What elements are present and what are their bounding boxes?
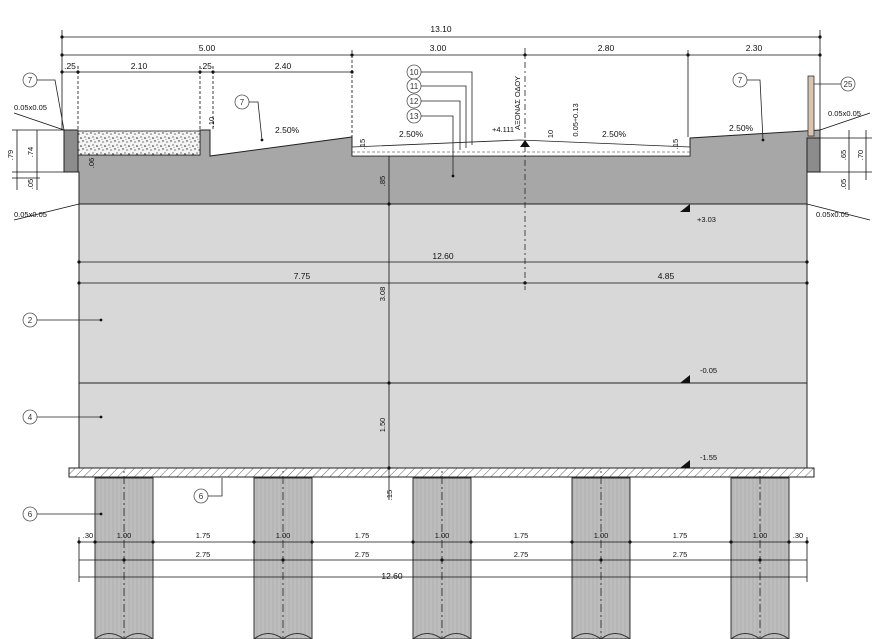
dim-pave-left: .15: [358, 139, 367, 149]
dim-left-sub-4: 2.40: [275, 61, 292, 71]
dim-right-h-1: .65: [839, 150, 848, 160]
dim-seg-2: 3.00: [430, 43, 447, 53]
pile-dim-4: 1.75: [355, 531, 370, 540]
callout-7-left: 7: [28, 76, 33, 85]
dim-right-h-3: .05: [839, 179, 848, 189]
dim-left-h-1: .79: [6, 150, 15, 160]
callout-4: 4: [28, 413, 33, 422]
callout-25: 25: [844, 80, 853, 89]
chamfer-right-bottom: 0.05x0.05: [816, 210, 849, 219]
pile-dim-3: 1.00: [276, 531, 291, 540]
slope-left-sidewalk: 2.50%: [275, 125, 300, 135]
callout-13: 13: [410, 112, 419, 121]
pier-wall: [78, 203, 808, 469]
dim-left-sub-1: .25: [64, 61, 76, 71]
pile-spacing-4: 2.75: [673, 550, 688, 559]
pile-dim-5: 1.00: [435, 531, 450, 540]
blinding-layer: [68, 467, 815, 478]
callout-10: 10: [410, 68, 419, 77]
level-bottom: -1.55: [700, 453, 717, 462]
dim-pier-height: 3.08: [378, 287, 387, 302]
chamfer-left-top: 0.05x0.05: [14, 103, 47, 112]
dim-width-bottom: 12.60: [381, 571, 403, 581]
dim-seg-3: 2.80: [598, 43, 615, 53]
dim-left-sub-2: 2.10: [131, 61, 148, 71]
callout-7-mid: 7: [240, 98, 245, 107]
dim-pave-range: 0.05÷0.13: [571, 103, 580, 136]
pile-dim-7: 1.00: [594, 531, 609, 540]
level-middle: -0.05: [700, 366, 717, 375]
pile-spacing-2: 2.75: [355, 550, 370, 559]
pile-dim-6: 1.75: [514, 531, 529, 540]
dim-curb-small: .06: [87, 158, 96, 168]
slope-right-sidewalk: 2.50%: [729, 123, 754, 133]
dim-split-right: 4.85: [658, 271, 675, 281]
pile-dim-8: 1.75: [673, 531, 688, 540]
callout-11: 11: [410, 82, 419, 91]
pile-dim-9: 1.00: [753, 531, 768, 540]
road-axis-label: ΑΞΟΝΑΣ ΟΔΟΥ: [513, 76, 522, 130]
right-kerb: [806, 137, 821, 173]
dim-pave-right: .15: [671, 139, 680, 149]
chamfer-left-bottom: 0.05x0.05: [14, 210, 47, 219]
axis-level: +4.111: [492, 125, 514, 134]
dim-right-h-2: .70: [856, 150, 865, 160]
railing-post: [807, 75, 815, 137]
level-top: +3.03: [697, 215, 716, 224]
pile-dim-0: .30: [83, 531, 93, 540]
slope-left-lane: 2.50%: [399, 129, 424, 139]
chamfer-right-top: 0.05x0.05: [828, 109, 861, 118]
pile-dim-1: 1.00: [117, 531, 132, 540]
callout-6-left: 6: [28, 510, 33, 519]
dim-deck-thickness: .85: [378, 176, 387, 186]
asphalt-layer: [351, 139, 691, 157]
dim-seg-4: 2.30: [746, 43, 763, 53]
dim-left-h-2: .74: [26, 147, 35, 157]
dim-total-top: 13.10: [430, 24, 452, 34]
callout-7-right: 7: [738, 76, 743, 85]
dim-seg-1: 5.00: [199, 43, 216, 53]
dim-curb-left: .10: [207, 117, 216, 127]
dim-split-left: 7.75: [294, 271, 311, 281]
pile-dim-2: 1.75: [196, 531, 211, 540]
slope-right-lane: 2.50%: [602, 129, 627, 139]
dim-left-sub-3: .25: [200, 61, 212, 71]
dim-footing-height: 1.50: [378, 418, 387, 433]
dim-pave-10: 10: [546, 130, 555, 138]
pile-dim-10: .30: [793, 531, 803, 540]
callout-6-bottom: 6: [199, 492, 204, 501]
callout-12: 12: [410, 97, 419, 106]
pile-row-dims: .30 1.00 1.75 1.00 1.75 1.00 1.75 1.00 1…: [83, 531, 803, 540]
dim-blinding: .15: [385, 490, 394, 500]
dim-left-h-3: .05: [26, 179, 35, 189]
pile-spacing-1: 2.75: [196, 550, 211, 559]
pile-spacing-3: 2.75: [514, 550, 529, 559]
left-kerb: [63, 129, 79, 173]
callout-2: 2: [28, 316, 33, 325]
dim-width-top: 12.60: [432, 251, 454, 261]
sidewalk-fill: [77, 130, 201, 156]
